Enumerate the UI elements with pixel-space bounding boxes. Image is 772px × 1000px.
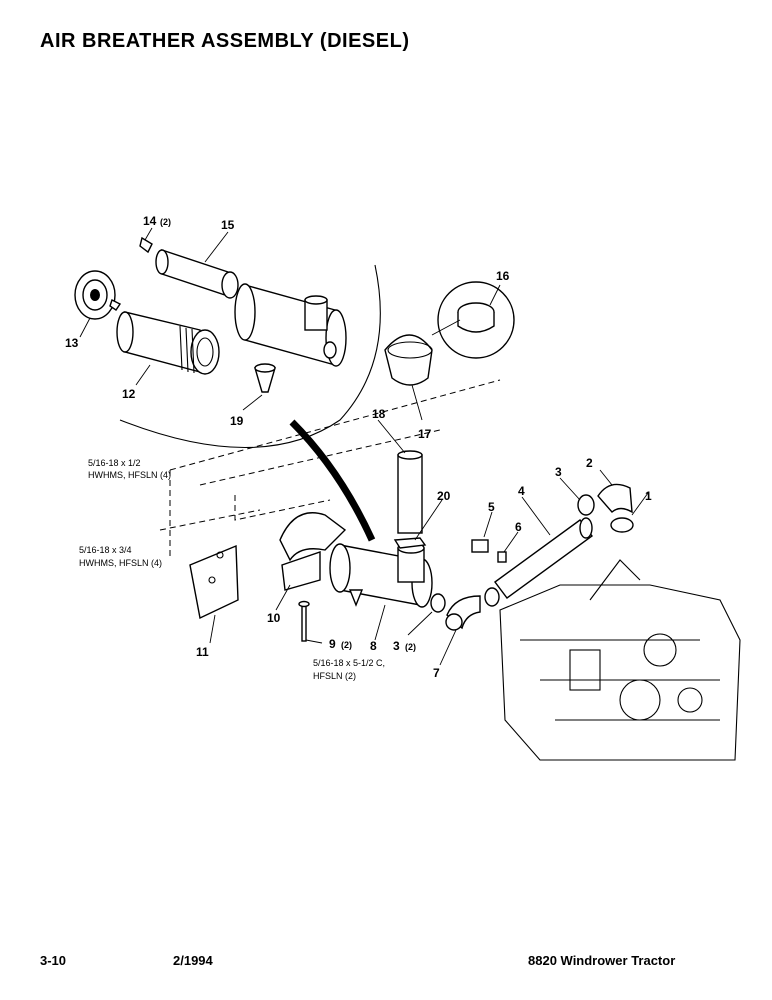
leader-lines [79,227,649,666]
callout-2: 2 [586,456,593,470]
callout-18: 18 [372,407,386,421]
hardware-notes: 5/16-18 x 1/2 HWHMS, HFSLN (4) 5/16-18 x… [79,458,385,681]
callout-3-lower: 3 [393,639,400,653]
part-20-gasket [393,537,427,549]
detail-inset [119,264,381,542]
part-16-precleaner-cap [437,281,515,359]
part-10-band-clamp [279,512,347,591]
callout-14-qty: (2) [160,217,171,227]
callout-1: 1 [645,489,652,503]
part-5-restriction-indicator [471,539,489,553]
note-3-line-1: 5/16-18 x 5-1/2 C, [313,658,385,668]
part-13-end-cap [74,270,116,320]
part-4-intake-pipe [494,517,593,599]
callout-5: 5 [488,500,495,514]
note-3-line-2: HFSLN (2) [313,671,356,681]
callout-12: 12 [122,387,136,401]
callout-14: 14 [143,214,157,228]
note-2-line-1: 5/16-18 x 3/4 [79,545,132,555]
part-15-safety-element [155,249,239,299]
callout-6: 6 [515,520,522,534]
page-title: AIR BREATHER ASSEMBLY (DIESEL) [40,30,410,52]
callout-15: 15 [221,218,235,232]
part-6-adapter-fitting [497,551,507,563]
inset-housing [234,283,347,367]
part-9-bolt [298,600,310,642]
part-7-elbow-hose [445,595,481,631]
part-3-hose-clamps [430,494,595,613]
part-2-elbow [597,483,633,514]
callout-3: 3 [555,465,562,479]
callout-10: 10 [267,611,281,625]
part-17-precleaner-bowl [384,319,461,386]
callout-7: 7 [433,666,440,680]
part-11-mounting-plate [189,544,239,620]
callout-4: 4 [518,484,525,498]
callout-17: 17 [418,427,432,441]
note-1-line-2: HWHMS, HFSLN (4) [88,470,171,480]
callout-11: 11 [196,645,209,659]
callout-3-lower-qty: (2) [405,642,416,652]
part-18-intake-tube [397,450,423,534]
note-1-line-1: 5/16-18 x 1/2 [88,458,141,468]
page-number: 3-10 [40,953,67,968]
part-8-air-cleaner-housing [329,542,433,608]
callout-8: 8 [370,639,377,653]
callout-9-qty: (2) [341,640,352,650]
part-12-filter-element [116,311,220,375]
callout-9: 9 [329,637,336,651]
revision-date: 2/1994 [173,953,213,968]
callout-16: 16 [496,269,510,283]
callout-20: 20 [437,489,451,503]
part-19-dust-valve [254,363,276,393]
callout-19: 19 [230,414,244,428]
part-14-wing-nut [109,236,153,311]
callout-labels: 14 (2) 15 13 12 19 16 17 18 20 2 1 3 4 5… [65,214,652,680]
callout-13: 13 [65,336,79,350]
note-2-line-2: HWHMS, HFSLN (4) [79,558,162,568]
part-1-gasket [610,517,634,533]
frame-outline [159,379,501,560]
engine-block [499,559,741,761]
product-name: 8820 Windrower Tractor [528,953,676,968]
